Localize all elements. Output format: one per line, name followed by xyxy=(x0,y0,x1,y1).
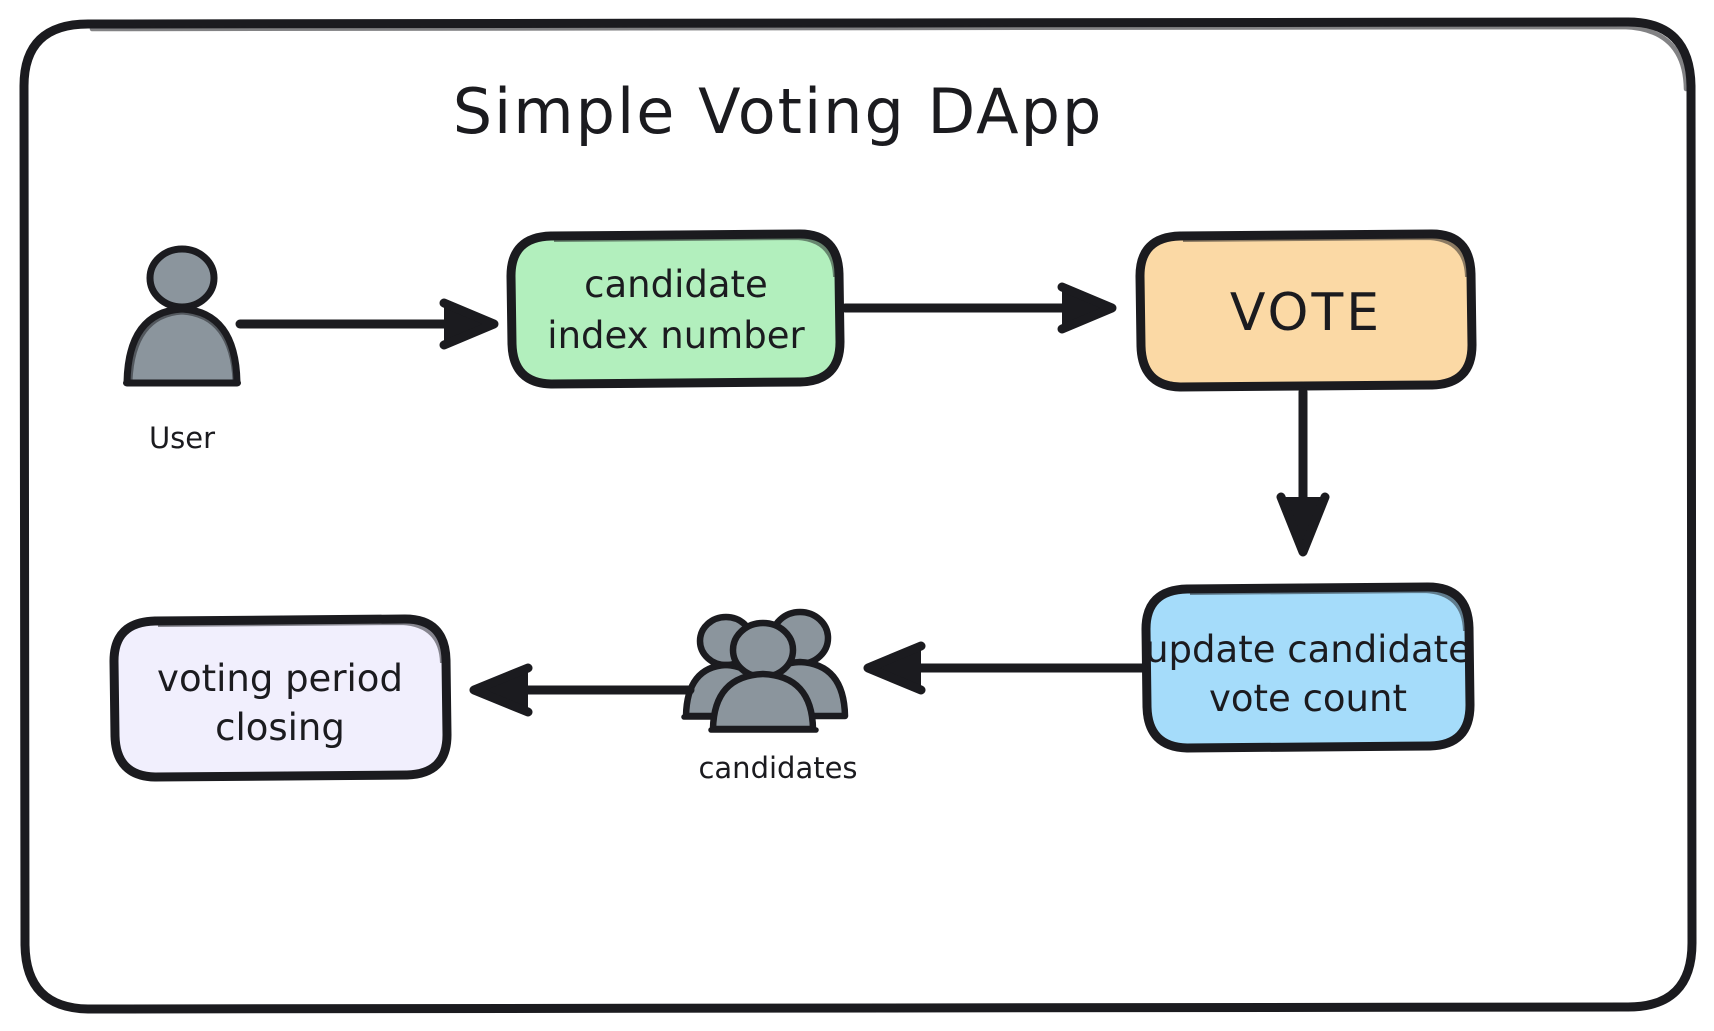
edge-candidates-to-closing xyxy=(469,663,695,717)
update-vote-count-line-2: vote count xyxy=(1209,677,1407,720)
edge-vote-to-update xyxy=(1276,387,1330,557)
actor-group-candidates: candidates xyxy=(681,608,858,785)
candidates-icon xyxy=(681,608,849,733)
edge-candidate-index-to-vote xyxy=(840,282,1117,334)
candidates-label: candidates xyxy=(698,751,857,785)
vote-label: VOTE xyxy=(1230,283,1382,343)
node-voting-period-closing[interactable]: voting period closing xyxy=(109,614,452,782)
candidate-index-line-1: candidate xyxy=(584,263,768,306)
diagram-title: Simple Voting DApp xyxy=(453,75,1104,148)
user-icon xyxy=(123,245,241,387)
actor-user: User xyxy=(123,245,241,455)
update-vote-count-line-1: update candidate xyxy=(1145,628,1471,671)
node-vote[interactable]: VOTE xyxy=(1135,229,1477,392)
voting-period-closing-line-2: closing xyxy=(215,706,345,749)
edge-update-to-candidates xyxy=(863,641,1148,695)
diagram-frame xyxy=(19,17,1697,1014)
edge-user-to-candidate-index xyxy=(235,298,499,350)
voting-period-closing-line-1: voting period xyxy=(157,657,403,700)
node-candidate-index[interactable]: candidate index number xyxy=(506,229,845,389)
user-label: User xyxy=(149,421,215,455)
candidate-index-line-2: index number xyxy=(547,314,805,357)
node-update-vote-count[interactable]: update candidate vote count xyxy=(1141,582,1475,753)
